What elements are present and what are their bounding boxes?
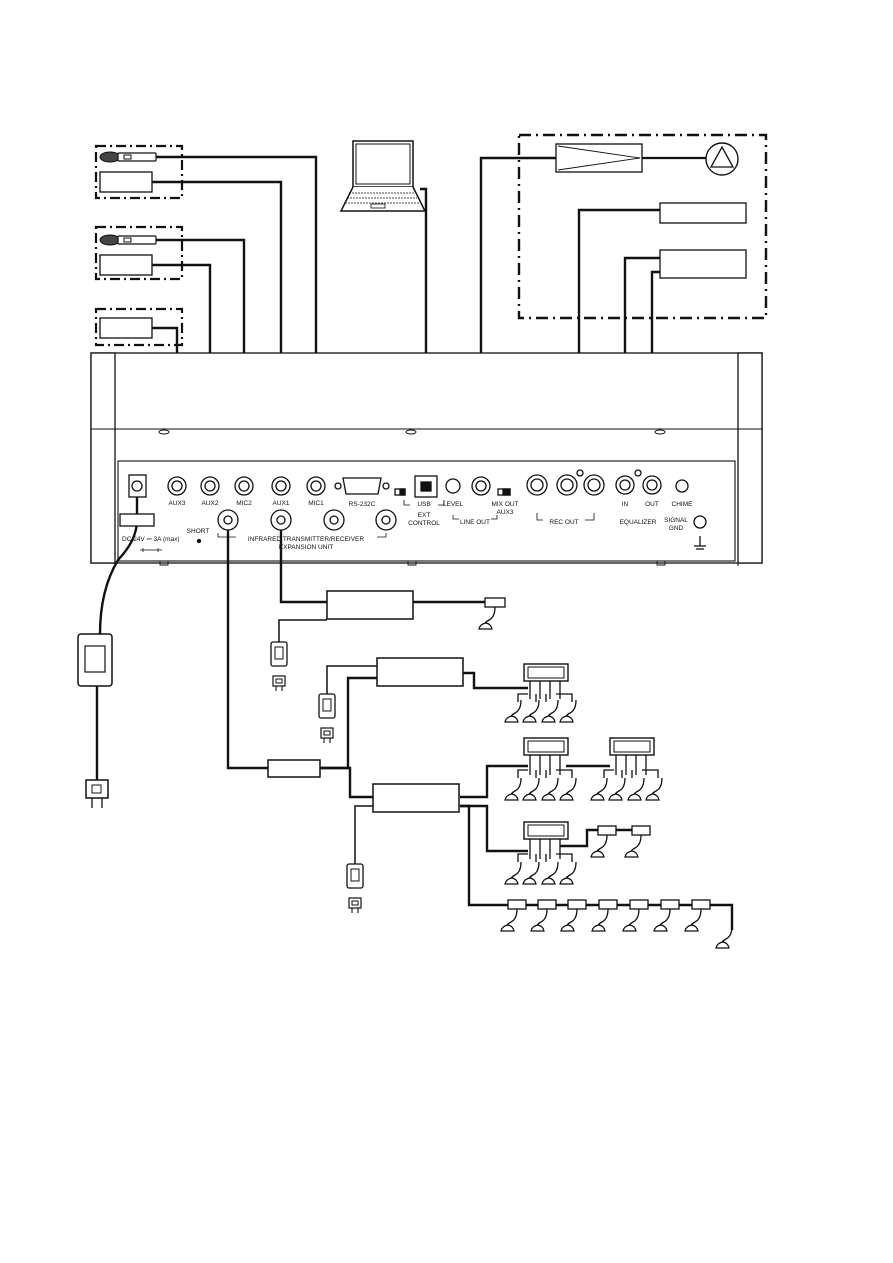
conference-hub-1 xyxy=(504,663,577,723)
label-line-out: LINE OUT xyxy=(460,519,490,526)
label-gnd: GND xyxy=(669,525,684,532)
label-ext: EXT xyxy=(418,512,431,519)
wireless-set-1 xyxy=(94,144,184,200)
label-usb: USB xyxy=(417,501,430,508)
level-knob xyxy=(445,478,461,494)
label-control: CONTROL xyxy=(408,520,440,527)
speaker-icon xyxy=(705,142,739,176)
interface-unit-3 xyxy=(372,783,460,813)
interface-unit-2 xyxy=(376,657,464,687)
label-mic2: MIC2 xyxy=(236,500,252,507)
receiver-unit xyxy=(99,254,153,276)
aux1-jack xyxy=(271,476,291,496)
label-chime: CHIME xyxy=(672,501,694,508)
external-equipment-frame xyxy=(517,133,768,320)
daisy-chain-mics-long xyxy=(500,899,733,949)
rs232c-port xyxy=(342,477,382,495)
panel-labels: AUX3 AUX2 MIC2 AUX1 MIC1 RS-232C USB EXT… xyxy=(122,500,693,551)
chime-knob xyxy=(675,479,689,493)
power-adapter xyxy=(77,513,155,808)
rec-out-jack-3 xyxy=(583,474,605,496)
label-rec-out: REC OUT xyxy=(549,519,578,526)
label-short: SHORT xyxy=(187,528,210,535)
eq-in-jack xyxy=(615,475,635,495)
interface-unit-1 xyxy=(326,590,414,620)
label-signal: SIGNAL xyxy=(664,517,688,524)
label-aux1: AUX1 xyxy=(273,500,290,507)
label-eq-in: IN xyxy=(622,501,629,508)
expansion-jack-3 xyxy=(323,509,345,531)
recorder xyxy=(659,202,747,224)
receiver-unit xyxy=(99,171,153,193)
daisy-chain-mics-short xyxy=(590,825,651,858)
rec-out-jack-2 xyxy=(556,474,578,496)
label-power-rating: DC 24V ⎓ 3A (max) xyxy=(122,536,180,543)
microphone-icon xyxy=(99,234,157,246)
label-aux2: AUX2 xyxy=(202,500,219,507)
label-level: LEVEL xyxy=(443,501,464,508)
label-eq-out: OUT xyxy=(645,501,659,508)
label-mix-out-aux3: AUX3 xyxy=(497,509,514,516)
expansion-jack-2 xyxy=(270,509,292,531)
panel-brackets xyxy=(140,500,595,552)
label-mic1: MIC1 xyxy=(308,500,324,507)
rear-panel xyxy=(90,352,763,566)
label-equalizer: EQUALIZER xyxy=(620,519,657,526)
line-out-jack xyxy=(471,476,491,496)
expansion-units xyxy=(267,590,464,813)
mic2-jack xyxy=(234,476,254,496)
wireless-set-2 xyxy=(94,225,184,281)
label-expansion-1: INFRARED TRANSMITTER/RECEIVER xyxy=(248,536,364,543)
chairman-mic xyxy=(478,597,506,630)
label-mix-out: MIX OUT xyxy=(491,501,518,508)
panel-jacks xyxy=(128,469,707,550)
mic1-jack xyxy=(306,476,326,496)
aux2-jack xyxy=(200,476,220,496)
lower-cables xyxy=(95,497,734,930)
aux3-jack xyxy=(167,476,187,496)
label-rs232c: RS-232C xyxy=(349,501,376,508)
signal-gnd-terminal xyxy=(693,515,707,529)
expansion-jack-4 xyxy=(375,509,397,531)
expansion-jack-1 xyxy=(217,509,239,531)
splitter xyxy=(267,759,321,778)
microphone-icon xyxy=(99,151,157,163)
conference-hub-4 xyxy=(504,821,577,885)
conference-hub-2 xyxy=(504,737,577,801)
eq-out-jack xyxy=(642,475,662,495)
amplifier xyxy=(555,143,643,173)
conference-hub-3 xyxy=(590,737,663,801)
laptop-icon xyxy=(339,140,427,212)
rec-out-jack-1 xyxy=(526,474,548,496)
label-expansion-2: EXPANSION UNIT xyxy=(279,544,333,551)
aux3-source xyxy=(94,307,184,347)
label-aux3: AUX3 xyxy=(169,500,186,507)
equalizer-device xyxy=(659,249,747,279)
